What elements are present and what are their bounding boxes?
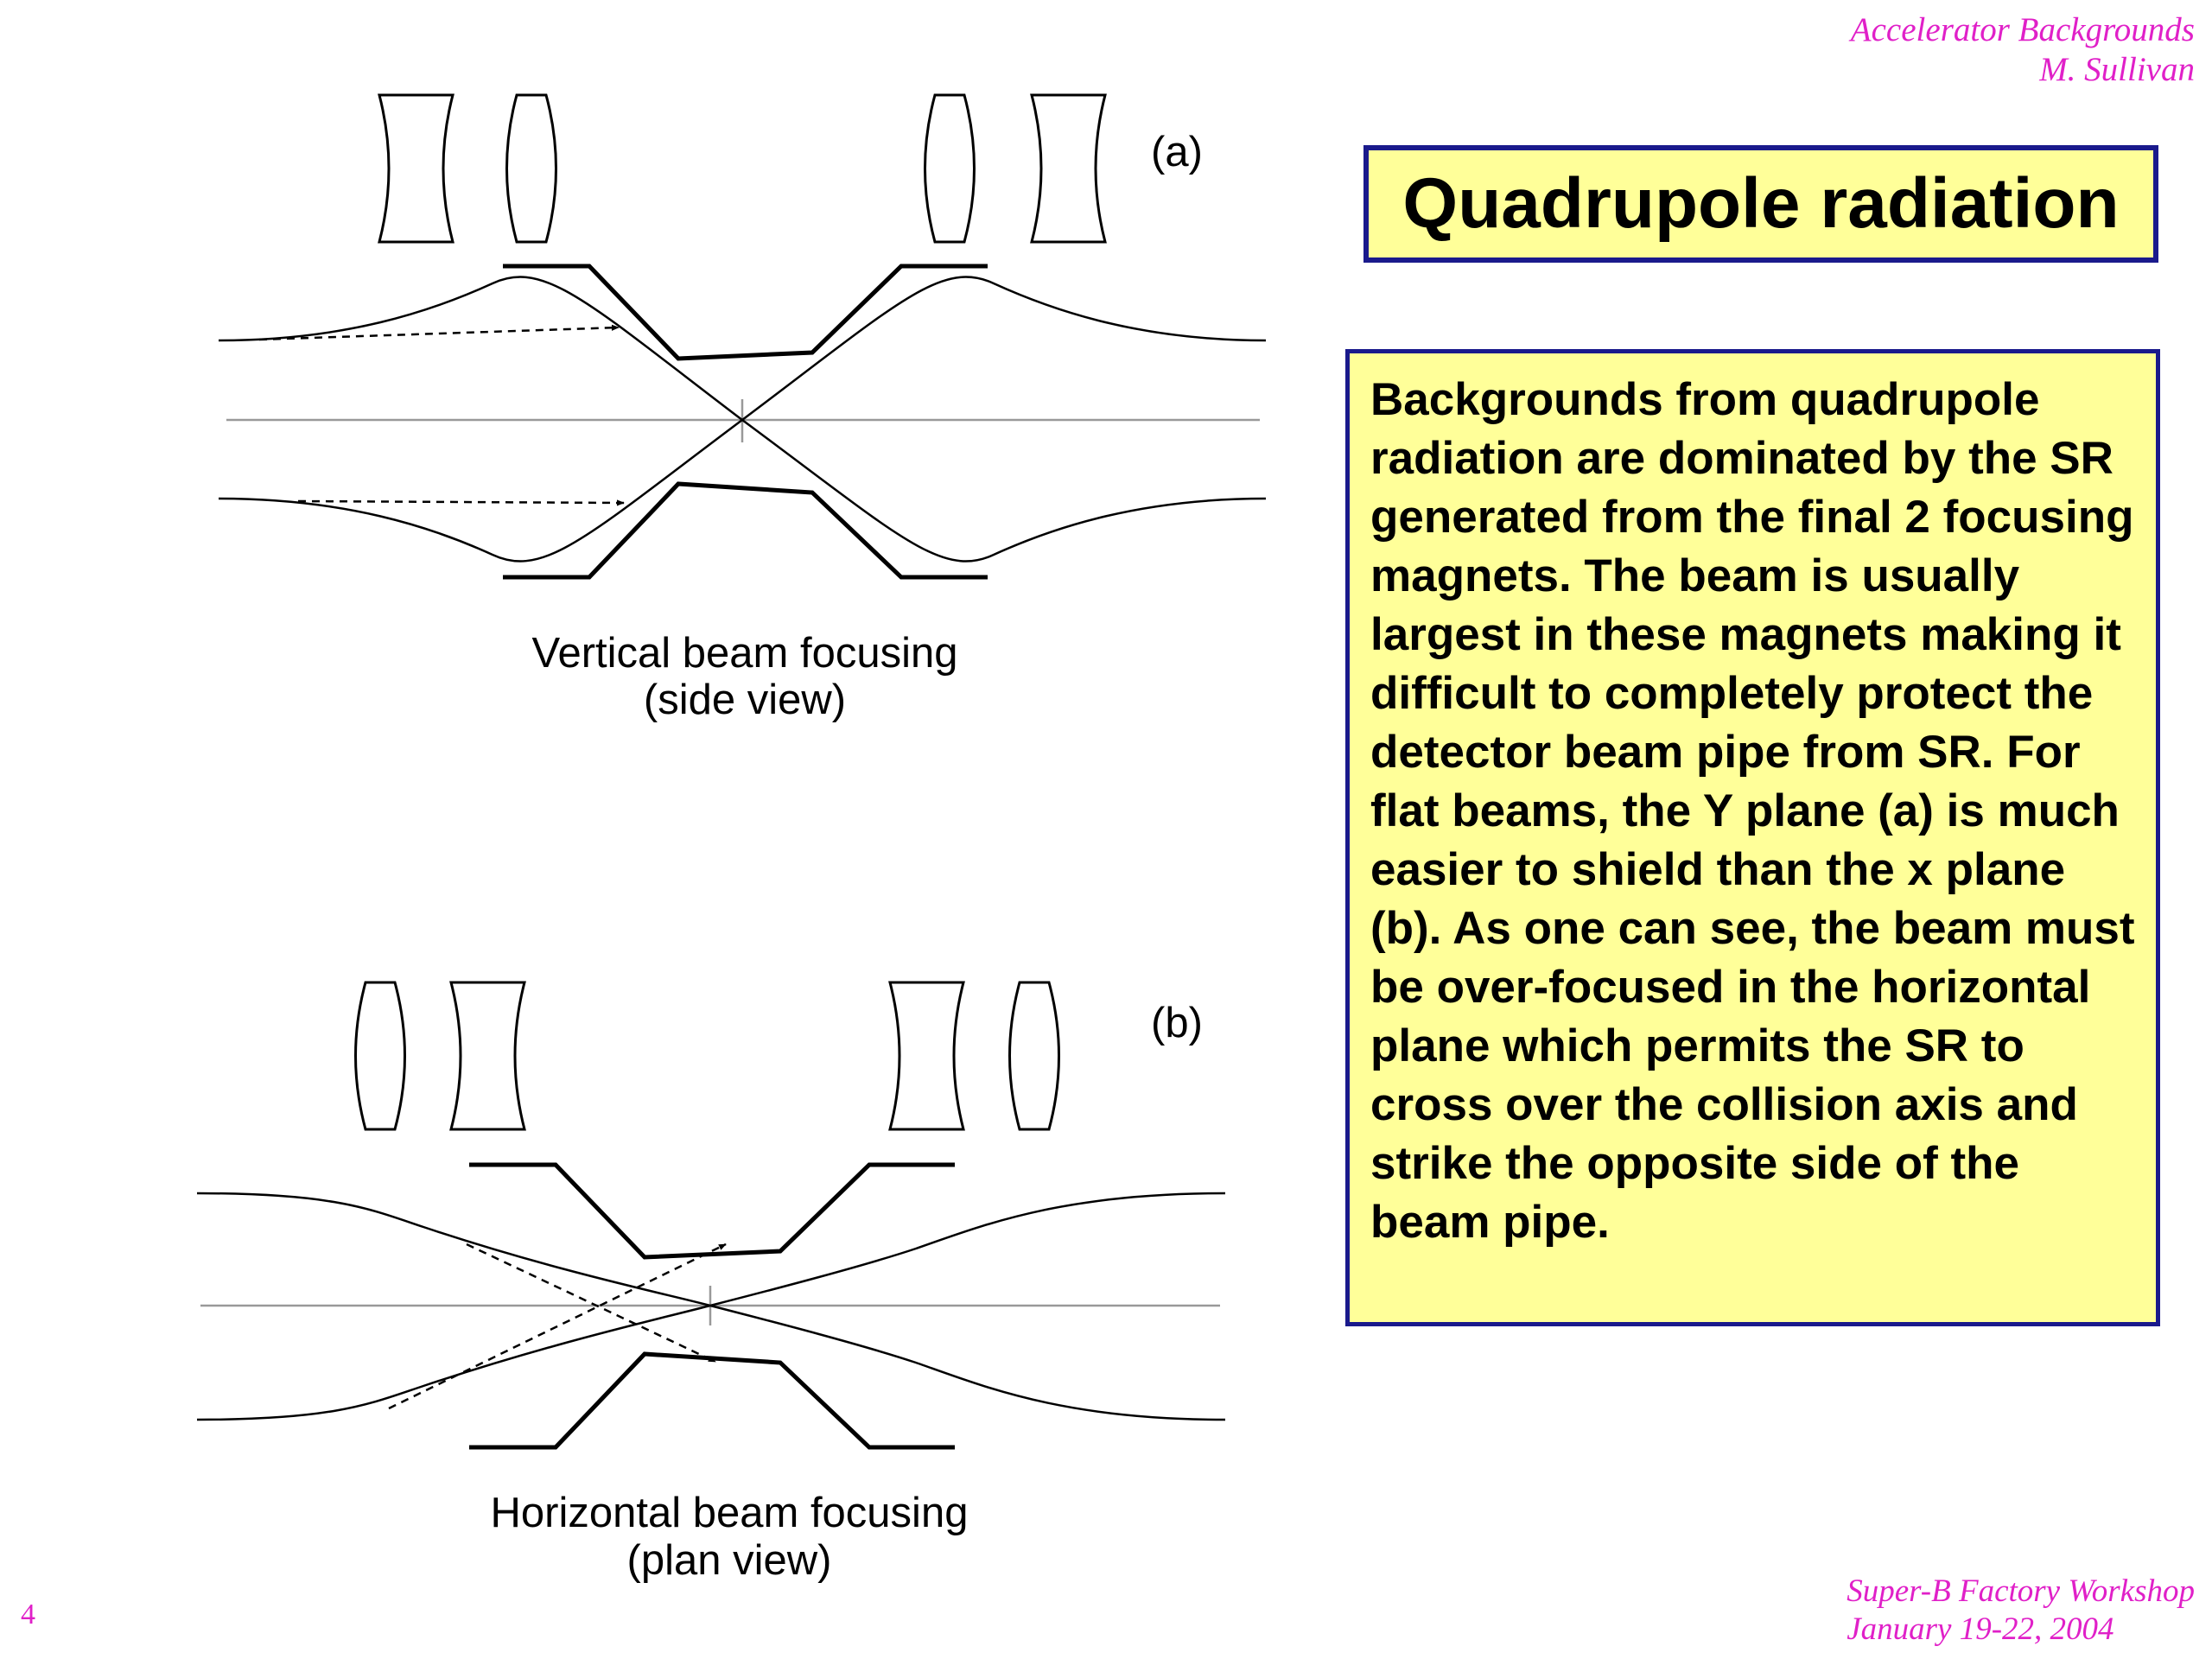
beam-pipe-top-a bbox=[503, 264, 988, 361]
beam-pipe-bottom-a bbox=[503, 481, 988, 580]
convex-lens-right-b bbox=[1008, 981, 1060, 1131]
figure-a-vertical-focusing bbox=[218, 93, 1267, 580]
header-title: Accelerator Backgrounds bbox=[1850, 11, 2195, 48]
footer-event: Super-B Factory Workshop bbox=[1847, 1573, 2195, 1609]
figure-a-caption-line1: Vertical beam focusing bbox=[532, 630, 958, 677]
sr-ray-bottom-a bbox=[297, 499, 625, 506]
figure-b-horizontal-focusing bbox=[196, 981, 1226, 1450]
sr-ray-1-b bbox=[466, 1243, 716, 1363]
page-number: 4 bbox=[21, 1599, 35, 1630]
figure-b-caption-line2: (plan view) bbox=[627, 1537, 832, 1584]
figure-b-caption-line1: Horizontal beam focusing bbox=[491, 1490, 969, 1536]
description-box: Backgrounds from quadrupole radiation ar… bbox=[1345, 349, 2160, 1326]
slide-footer: Super-B Factory Workshop January 19-22, … bbox=[1847, 1573, 2195, 1649]
concave-lens-left-a bbox=[378, 93, 454, 244]
beam-envelope-top-a bbox=[218, 276, 1267, 422]
figure-a-caption-line2: (side view) bbox=[644, 677, 846, 723]
sr-ray-top-a bbox=[258, 324, 620, 341]
description-text: Backgrounds from quadrupole radiation ar… bbox=[1370, 374, 2135, 1248]
concave-lens-right-b bbox=[888, 981, 965, 1131]
title-box: Quadrupole radiation bbox=[1363, 145, 2158, 263]
concave-lens-left-b bbox=[449, 981, 526, 1131]
beam-focusing-diagram: (a) Vertical beam focusing (side view) (… bbox=[196, 93, 1267, 1584]
figure-a-label: (a) bbox=[1151, 129, 1203, 175]
beam-envelope-2-b bbox=[196, 1192, 1226, 1421]
header-author: M. Sullivan bbox=[2039, 51, 2195, 88]
footer-date: January 19-22, 2004 bbox=[1847, 1611, 2114, 1647]
convex-lens-left-a bbox=[505, 93, 557, 244]
slide-title: Quadrupole radiation bbox=[1402, 164, 2120, 243]
figure-b-label: (b) bbox=[1151, 1000, 1203, 1046]
sr-ray-2-b bbox=[388, 1243, 727, 1410]
beam-pipe-bottom-b bbox=[469, 1351, 955, 1450]
concave-lens-right-a bbox=[1030, 93, 1107, 244]
beam-pipe-top-b bbox=[469, 1162, 955, 1260]
convex-lens-left-b bbox=[354, 981, 406, 1131]
slide-header: Accelerator Backgrounds M. Sullivan bbox=[1851, 10, 2195, 90]
convex-lens-right-a bbox=[924, 93, 976, 244]
beam-envelope-bottom-a bbox=[218, 418, 1267, 563]
